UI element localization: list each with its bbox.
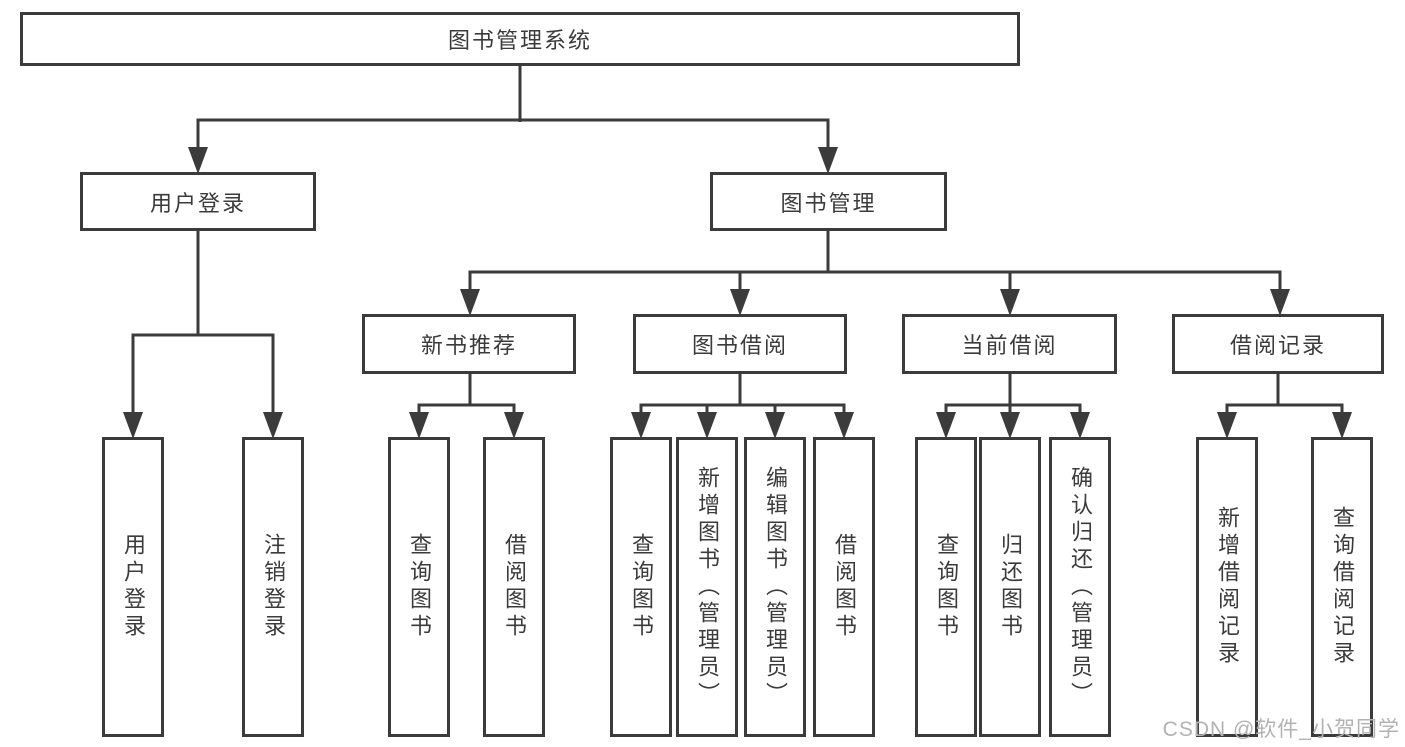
- leaf-newbook-query-books: 查询图书: [388, 437, 450, 737]
- leaf-current-query-books-label: 查询图书: [934, 533, 959, 641]
- module-current-borrow: 当前借阅: [902, 314, 1117, 374]
- branch-user-login: 用户登录: [80, 172, 316, 231]
- branch-book-management: 图书管理: [710, 172, 947, 231]
- leaf-borrow-borrow-books-label: 借阅图书: [832, 533, 857, 641]
- leaf-borrow-edit-books-admin-label: 编辑图书（管理员）: [763, 465, 788, 709]
- leaf-newbook-query-books-label: 查询图书: [407, 533, 432, 641]
- watermark-text: CSDN @软件_小贺同学: [1162, 718, 1400, 741]
- leaf-current-query-books: 查询图书: [915, 437, 977, 737]
- leaf-logout-label: 注销登录: [261, 533, 286, 641]
- leaf-user-login: 用户登录: [102, 437, 164, 737]
- leaf-borrow-add-books-admin-label: 新增图书（管理员）: [695, 465, 720, 709]
- leaf-logout: 注销登录: [242, 437, 304, 737]
- leaf-current-return-books: 归还图书: [979, 437, 1041, 737]
- leaf-records-query-record-label: 查询借阅记录: [1330, 506, 1355, 668]
- leaf-borrow-add-books-admin: 新增图书（管理员）: [676, 437, 738, 737]
- module-book-borrow: 图书借阅: [633, 314, 847, 374]
- module-new-book-recommend: 新书推荐: [362, 314, 576, 374]
- module-borrow-records: 借阅记录: [1172, 314, 1384, 374]
- leaf-current-return-books-label: 归还图书: [998, 533, 1023, 641]
- leaf-borrow-query-books: 查询图书: [610, 437, 672, 737]
- leaf-borrow-query-books-label: 查询图书: [629, 533, 654, 641]
- leaf-current-confirm-return-admin: 确认归还（管理员）: [1049, 437, 1111, 737]
- root-node-library-system: 图书管理系统: [20, 12, 1020, 66]
- leaf-borrow-borrow-books: 借阅图书: [813, 437, 875, 737]
- leaf-current-confirm-return-admin-label: 确认归还（管理员）: [1068, 465, 1093, 709]
- leaf-newbook-borrow-books: 借阅图书: [483, 437, 545, 737]
- leaf-records-add-record: 新增借阅记录: [1196, 437, 1258, 737]
- leaf-borrow-edit-books-admin: 编辑图书（管理员）: [744, 437, 806, 737]
- leaf-records-query-record: 查询借阅记录: [1311, 437, 1373, 737]
- leaf-records-add-record-label: 新增借阅记录: [1215, 506, 1240, 668]
- leaf-newbook-borrow-books-label: 借阅图书: [502, 533, 527, 641]
- leaf-user-login-label: 用户登录: [121, 533, 146, 641]
